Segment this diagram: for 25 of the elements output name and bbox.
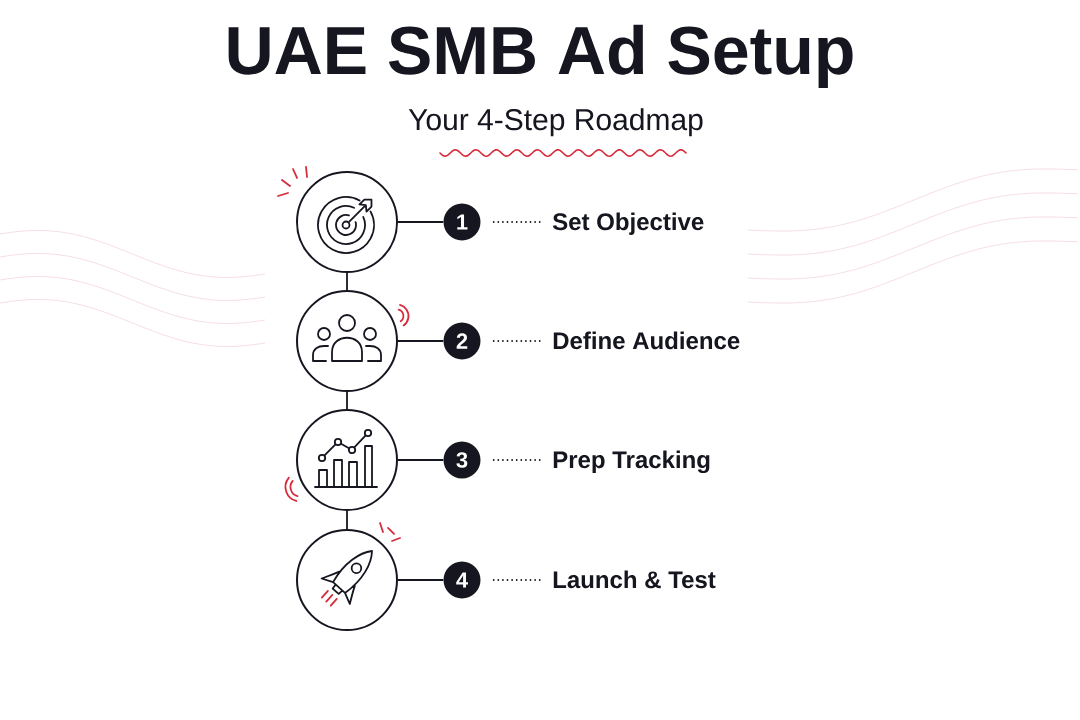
dotted-line — [492, 459, 541, 461]
subtitle: Your 4-Step Roadmap — [408, 108, 703, 137]
connector-line — [346, 272, 348, 291]
title: UAE SMB Ad Setup — [228, 24, 853, 89]
icon-circle — [296, 171, 398, 273]
step-label: Prep Tracking — [553, 450, 710, 474]
dotted-line — [492, 221, 541, 223]
step-number: 4 — [443, 561, 481, 599]
step-number: 2 — [443, 322, 481, 360]
connector-line — [397, 459, 445, 461]
icon-circle — [296, 409, 398, 511]
connector-line — [397, 579, 445, 581]
connector-line — [346, 391, 348, 410]
dotted-line — [492, 340, 541, 342]
dotted-line — [492, 579, 541, 581]
step-number: 1 — [443, 203, 481, 241]
icon-circle — [296, 290, 398, 392]
step-label: Define Audience — [553, 331, 740, 350]
connector-line — [397, 221, 445, 223]
step-label: Launch & Test — [553, 570, 716, 589]
icon-circle — [296, 529, 398, 631]
connector-line — [397, 340, 445, 342]
step-label: Set Objective — [552, 212, 704, 235]
connector-line — [346, 510, 348, 530]
step-number: 3 — [443, 441, 481, 479]
